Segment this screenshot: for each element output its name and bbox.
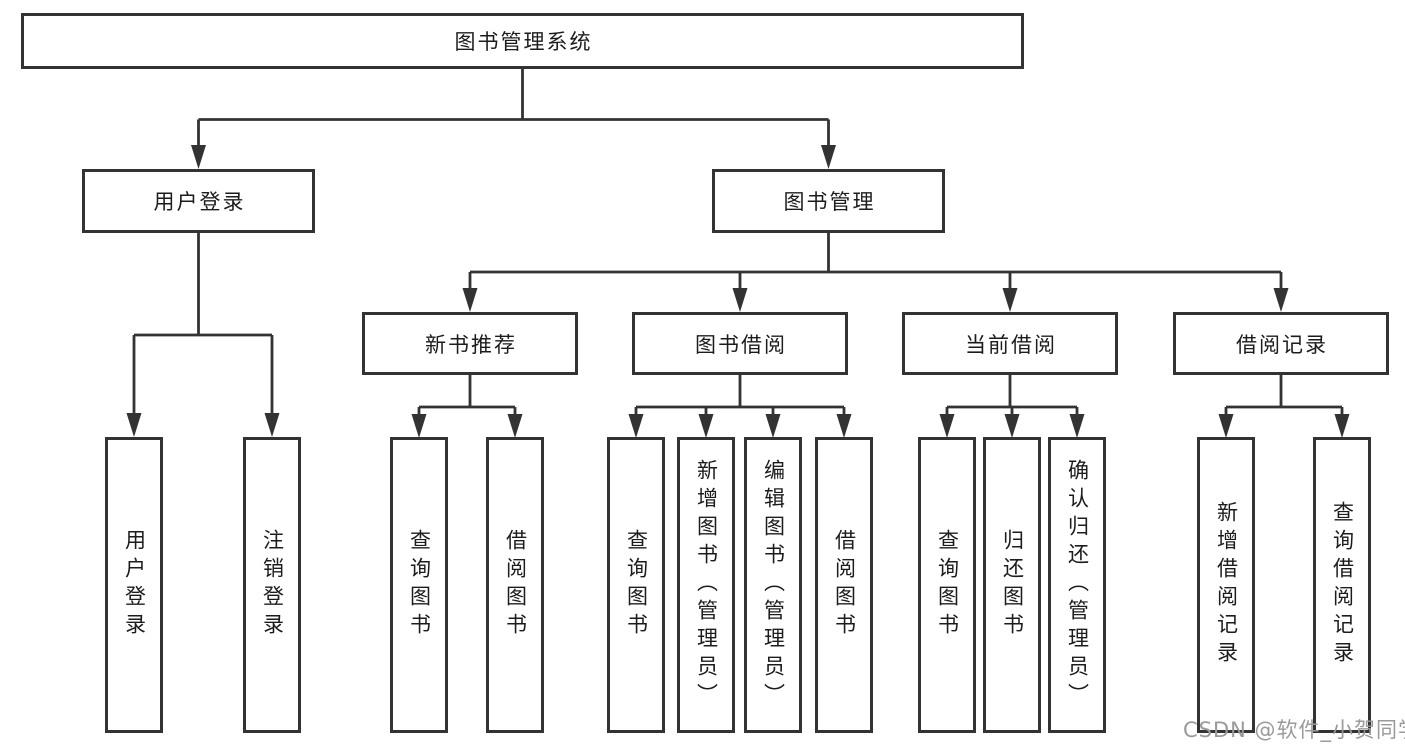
leaf-rec-borrow-book-label: 借阅图书 <box>503 529 528 641</box>
connector-current-borrow-to-leaves <box>939 375 1085 438</box>
leaf-rec-query-book: 查询图书 <box>390 437 448 733</box>
leaf-bb-add-book-admin-label: 新增图书（管理员） <box>694 459 719 711</box>
node-new-book-rec: 新书推荐 <box>362 312 578 375</box>
leaf-rec-borrow-book: 借阅图书 <box>486 437 544 733</box>
connector-user-login-to-leaves <box>126 233 280 437</box>
leaf-cb-return-book: 归还图书 <box>983 437 1041 733</box>
node-new-book-rec-label: 新书推荐 <box>425 332 517 357</box>
leaf-bb-edit-book-admin: 编辑图书（管理员） <box>744 437 802 733</box>
connector-root-to-level2 <box>191 69 836 169</box>
node-root: 图书管理系统 <box>21 13 1024 69</box>
leaf-br-add-record: 新增借阅记录 <box>1197 437 1255 733</box>
leaf-user-login-label: 用户登录 <box>122 529 147 641</box>
leaf-br-query-record-label: 查询借阅记录 <box>1330 501 1355 669</box>
leaf-bb-edit-book-admin-label: 编辑图书（管理员） <box>761 459 786 711</box>
node-borrow-records: 借阅记录 <box>1173 312 1389 375</box>
leaf-bb-add-book-admin: 新增图书（管理员） <box>677 437 735 733</box>
leaf-cb-confirm-return-admin: 确认归还（管理员） <box>1048 437 1106 733</box>
connector-borrow-records-to-leaves <box>1218 375 1350 438</box>
leaf-bb-borrow-book: 借阅图书 <box>815 437 873 733</box>
leaf-cb-query-book-label: 查询图书 <box>935 529 960 641</box>
node-borrow-records-label: 借阅记录 <box>1236 332 1328 357</box>
leaf-bb-borrow-book-label: 借阅图书 <box>832 529 857 641</box>
leaf-logout: 注销登录 <box>243 437 301 733</box>
leaf-cb-return-book-label: 归还图书 <box>1000 529 1025 641</box>
node-user-login-label: 用户登录 <box>153 190 246 214</box>
leaf-cb-confirm-return-admin-label: 确认归还（管理员） <box>1065 459 1090 711</box>
connector-book-mgmt-to-level3 <box>462 233 1289 312</box>
node-book-mgmt: 图书管理 <box>712 169 945 233</box>
connector-new-book-rec-to-leaves <box>411 375 523 438</box>
leaf-bb-query-book: 查询图书 <box>607 437 665 733</box>
leaf-user-login: 用户登录 <box>105 437 163 733</box>
node-root-label: 图书管理系统 <box>454 30 593 54</box>
node-book-mgmt-label: 图书管理 <box>783 190 876 214</box>
node-user-login: 用户登录 <box>82 169 315 233</box>
node-book-borrow: 图书借阅 <box>632 312 848 375</box>
leaf-logout-label: 注销登录 <box>260 529 285 641</box>
leaf-br-add-record-label: 新增借阅记录 <box>1214 501 1239 669</box>
node-current-borrow: 当前借阅 <box>902 312 1118 375</box>
leaf-cb-query-book: 查询图书 <box>918 437 976 733</box>
connector-book-borrow-to-leaves <box>628 375 852 438</box>
node-current-borrow-label: 当前借阅 <box>965 332 1057 357</box>
csdn-watermark: CSDN @软件_小贺同学 <box>1183 718 1405 742</box>
leaf-rec-query-book-label: 查询图书 <box>407 529 432 641</box>
leaf-br-query-record: 查询借阅记录 <box>1313 437 1371 733</box>
leaf-bb-query-book-label: 查询图书 <box>624 529 649 641</box>
node-book-borrow-label: 图书借阅 <box>695 332 787 357</box>
